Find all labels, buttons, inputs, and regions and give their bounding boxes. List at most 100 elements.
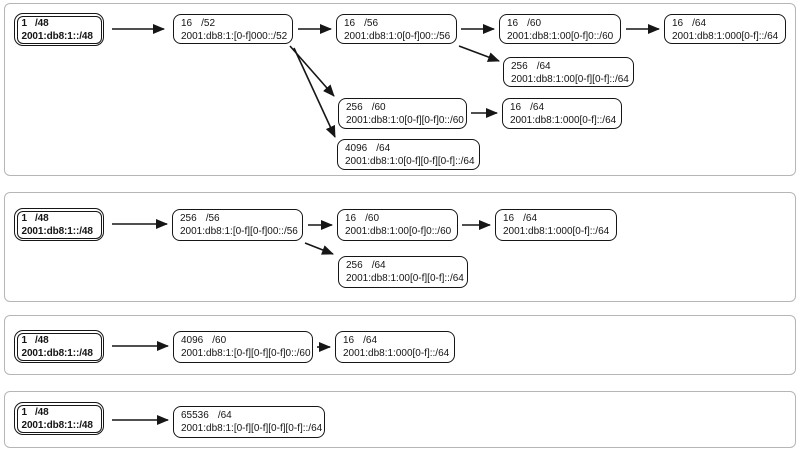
prefix-node: 16/64 2001:db8:1:000[0-f]::/64: [664, 14, 786, 44]
node-count-line: 16/64: [503, 212, 609, 225]
node-address: 2001:db8:1::/48: [21, 348, 93, 359]
prefix-node: 4096/60 2001:db8:1:[0-f][0-f][0-f]0::/60: [173, 331, 313, 363]
prefix-length: /60: [365, 212, 380, 224]
subnet-count: 1: [21, 335, 28, 346]
prefix-length: /64: [536, 60, 551, 72]
prefix-length: /48: [34, 407, 49, 418]
node-address: 2001:db8:1:000[0-f]::/64: [503, 225, 610, 237]
node-address: 2001:db8:1:00[0-f]0::/60: [345, 225, 452, 237]
prefix-length: /56: [364, 17, 379, 29]
root-prefix-inner: 1/48 2001:db8:1::/48: [16, 404, 102, 433]
subnet-count: 4096: [181, 334, 204, 346]
prefix-node: 16/64 2001:db8:1:000[0-f]::/64: [335, 331, 455, 363]
root-prefix-node: 1/48 2001:db8:1::/48: [14, 208, 104, 241]
node-count-line: 16/64: [343, 334, 447, 347]
node-count-line: 4096/60: [181, 334, 305, 347]
node-address: 2001:db8:1::/48: [21, 31, 93, 42]
node-address: 2001:db8:1:000[0-f]::/64: [510, 114, 617, 126]
prefix-length: /60: [527, 17, 542, 29]
prefix-node: 16/56 2001:db8:1:0[0-f]00::/56: [336, 14, 457, 44]
node-count-line: 16/56: [344, 17, 449, 30]
node-address: 2001:db8:1::/48: [21, 226, 93, 237]
prefix-length: /60: [212, 334, 227, 346]
prefix-node: 256/64 2001:db8:1:00[0-f][0-f]::/64: [503, 57, 634, 87]
node-count-line: 1/48: [22, 17, 97, 30]
node-count-line: 256/60: [346, 101, 459, 114]
node-address: 2001:db8:1:[0-f]000::/52: [181, 30, 288, 42]
prefix-node: 256/64 2001:db8:1:00[0-f][0-f]::/64: [338, 256, 468, 288]
prefix-node: 256/60 2001:db8:1:0[0-f][0-f]0::/60: [338, 98, 467, 129]
prefix-node: 256/56 2001:db8:1:[0-f][0-f]00::/56: [172, 209, 303, 241]
prefix-length: /52: [201, 17, 216, 29]
subnet-count: 1: [21, 407, 28, 418]
prefix-node: 16/64 2001:db8:1:000[0-f]::/64: [502, 98, 622, 129]
subnet-count: 256: [346, 259, 363, 271]
subnet-count: 1: [21, 18, 28, 29]
subnet-count: 256: [346, 101, 363, 113]
prefix-node: 16/64 2001:db8:1:000[0-f]::/64: [495, 209, 617, 241]
node-address: 2001:db8:1::/48: [21, 420, 93, 431]
root-prefix-node: 1/48 2001:db8:1::/48: [14, 330, 104, 363]
node-count-line: 256/64: [511, 60, 626, 73]
node-address: 2001:db8:1:[0-f][0-f]00::/56: [180, 225, 298, 237]
prefix-length: /48: [34, 335, 49, 346]
prefix-length: /64: [523, 212, 538, 224]
root-prefix-node: 1/48 2001:db8:1::/48: [14, 402, 104, 435]
node-count-line: 16/60: [507, 17, 613, 30]
node-count-line: 1/48: [22, 334, 97, 347]
prefix-length: /48: [34, 213, 49, 224]
node-address: 2001:db8:1:0[0-f][0-f][0-f]::/64: [345, 155, 475, 167]
prefix-length: /64: [217, 409, 232, 421]
node-address: 2001:db8:1:[0-f][0-f][0-f]0::/60: [181, 347, 311, 359]
node-address: 2001:db8:1:00[0-f][0-f]::/64: [511, 73, 629, 85]
prefix-length: /64: [371, 259, 386, 271]
node-count-line: 16/60: [345, 212, 450, 225]
subnet-count: 4096: [345, 142, 368, 154]
node-count-line: 16/52: [181, 17, 285, 30]
subnet-count: 256: [511, 60, 528, 72]
node-address: 2001:db8:1:0[0-f]00::/56: [344, 30, 451, 42]
node-address: 2001:db8:1:000[0-f]::/64: [672, 30, 779, 42]
prefix-length: /64: [530, 101, 545, 113]
node-count-line: 1/48: [22, 406, 97, 419]
prefix-node: 65536/64 2001:db8:1:[0-f][0-f][0-f][0-f]…: [173, 406, 325, 438]
node-address: 2001:db8:1:00[0-f]0::/60: [507, 30, 614, 42]
root-prefix-node: 1/48 2001:db8:1::/48: [14, 13, 104, 46]
prefix-length: /64: [363, 334, 378, 346]
node-count-line: 1/48: [22, 212, 97, 225]
subnet-plan-panel-4: [4, 391, 796, 448]
prefix-length: /48: [34, 18, 49, 29]
subnet-count: 16: [503, 212, 515, 224]
subnet-count: 16: [507, 17, 519, 29]
prefix-length: /56: [205, 212, 220, 224]
node-address: 2001:db8:1:0[0-f][0-f]0::/60: [346, 114, 464, 126]
subnet-count: 16: [343, 334, 355, 346]
prefix-node: 16/60 2001:db8:1:00[0-f]0::/60: [499, 14, 621, 44]
node-count-line: 4096/64: [345, 142, 472, 155]
subnet-count: 16: [510, 101, 522, 113]
prefix-length: /64: [692, 17, 707, 29]
subnet-count: 16: [672, 17, 684, 29]
prefix-node: 16/60 2001:db8:1:00[0-f]0::/60: [337, 209, 458, 241]
root-prefix-inner: 1/48 2001:db8:1::/48: [16, 15, 102, 44]
node-address: 2001:db8:1:000[0-f]::/64: [343, 347, 450, 359]
node-count-line: 16/64: [672, 17, 778, 30]
node-count-line: 256/56: [180, 212, 295, 225]
prefix-node: 4096/64 2001:db8:1:0[0-f][0-f][0-f]::/64: [337, 139, 480, 170]
subnet-count: 16: [345, 212, 357, 224]
prefix-length: /60: [371, 101, 386, 113]
node-count-line: 16/64: [510, 101, 614, 114]
subnet-count: 16: [344, 17, 356, 29]
subnet-count: 1: [21, 213, 28, 224]
node-count-line: 65536/64: [181, 409, 317, 422]
subnet-count: 16: [181, 17, 193, 29]
prefix-length: /64: [376, 142, 391, 154]
root-prefix-inner: 1/48 2001:db8:1::/48: [16, 210, 102, 239]
subnet-count: 256: [180, 212, 197, 224]
root-prefix-inner: 1/48 2001:db8:1::/48: [16, 332, 102, 361]
node-address: 2001:db8:1:[0-f][0-f][0-f][0-f]::/64: [181, 422, 323, 434]
prefix-node: 16/52 2001:db8:1:[0-f]000::/52: [173, 14, 293, 44]
node-count-line: 256/64: [346, 259, 460, 272]
node-address: 2001:db8:1:00[0-f][0-f]::/64: [346, 272, 464, 284]
